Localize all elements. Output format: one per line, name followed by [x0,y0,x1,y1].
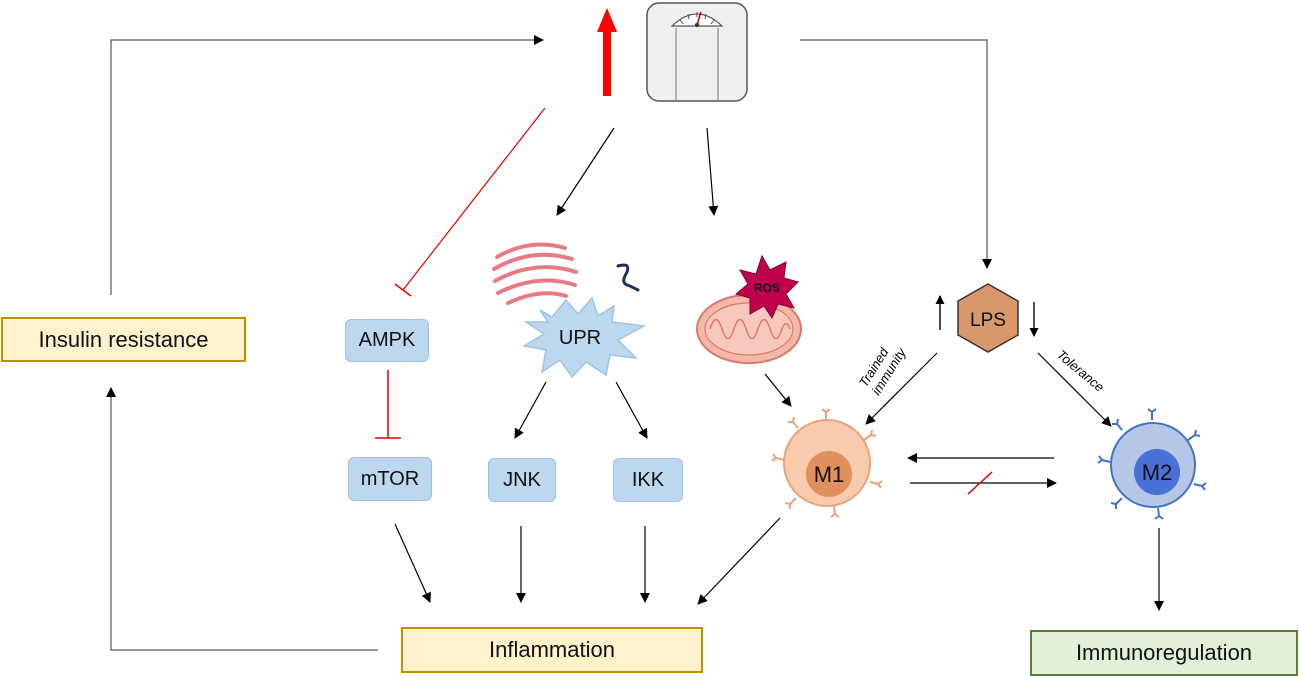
lps-label: LPS [970,310,1006,331]
m2-cell-icon: M2 [1097,408,1207,520]
lps-hexagon [957,283,1019,353]
edge-m1-to-inflammation [697,517,781,605]
edge-mtor-to-inflammation [394,523,431,603]
node-ikk: IKK [613,458,683,502]
edge-lps-to-m2 [1037,352,1112,427]
edge-weight-to-lps [800,39,992,269]
edge-upr-to-jnk [514,381,547,439]
edge-label-tolerance: Tolerance [1054,347,1107,395]
node-immunoregulation: Immunoregulation [1030,630,1298,676]
edge-lps-to-m1 [865,352,938,425]
weight-increase-arrow-icon [597,8,617,96]
edge-weight-to-upr [556,127,615,216]
m2-label: M2 [1142,460,1173,485]
node-mtor: mTOR [348,457,432,501]
ros-burst [734,254,799,320]
inhibition-ampk-mtor [375,370,401,439]
edge-weight-to-ros [706,127,719,216]
block-mark-m1-to-m2 [967,471,993,495]
node-insulin-resistance: Insulin resistance [1,317,246,362]
edge-ros-to-m1 [764,373,792,407]
upr-burst [521,296,647,379]
m1-label: M1 [814,462,845,487]
upr-label: UPR [559,327,601,349]
edge-upr-to-ikk [615,381,648,439]
inhibition-weight-ampk [394,107,546,297]
ros-label: ROS [754,281,780,295]
node-inflammation: Inflammation [401,627,703,673]
misfolded-protein-icon [616,263,640,292]
m1-cell-icon: M1 [771,408,883,518]
weight-scale-icon [646,2,748,102]
edge-insulin-resistance-to-weight [110,35,544,295]
node-jnk: JNK [488,458,556,502]
node-ampk: AMPK [345,319,429,362]
endoplasmic-reticulum-icon [492,242,578,305]
edge-inflammation-to-insulin-resistance [106,387,378,651]
